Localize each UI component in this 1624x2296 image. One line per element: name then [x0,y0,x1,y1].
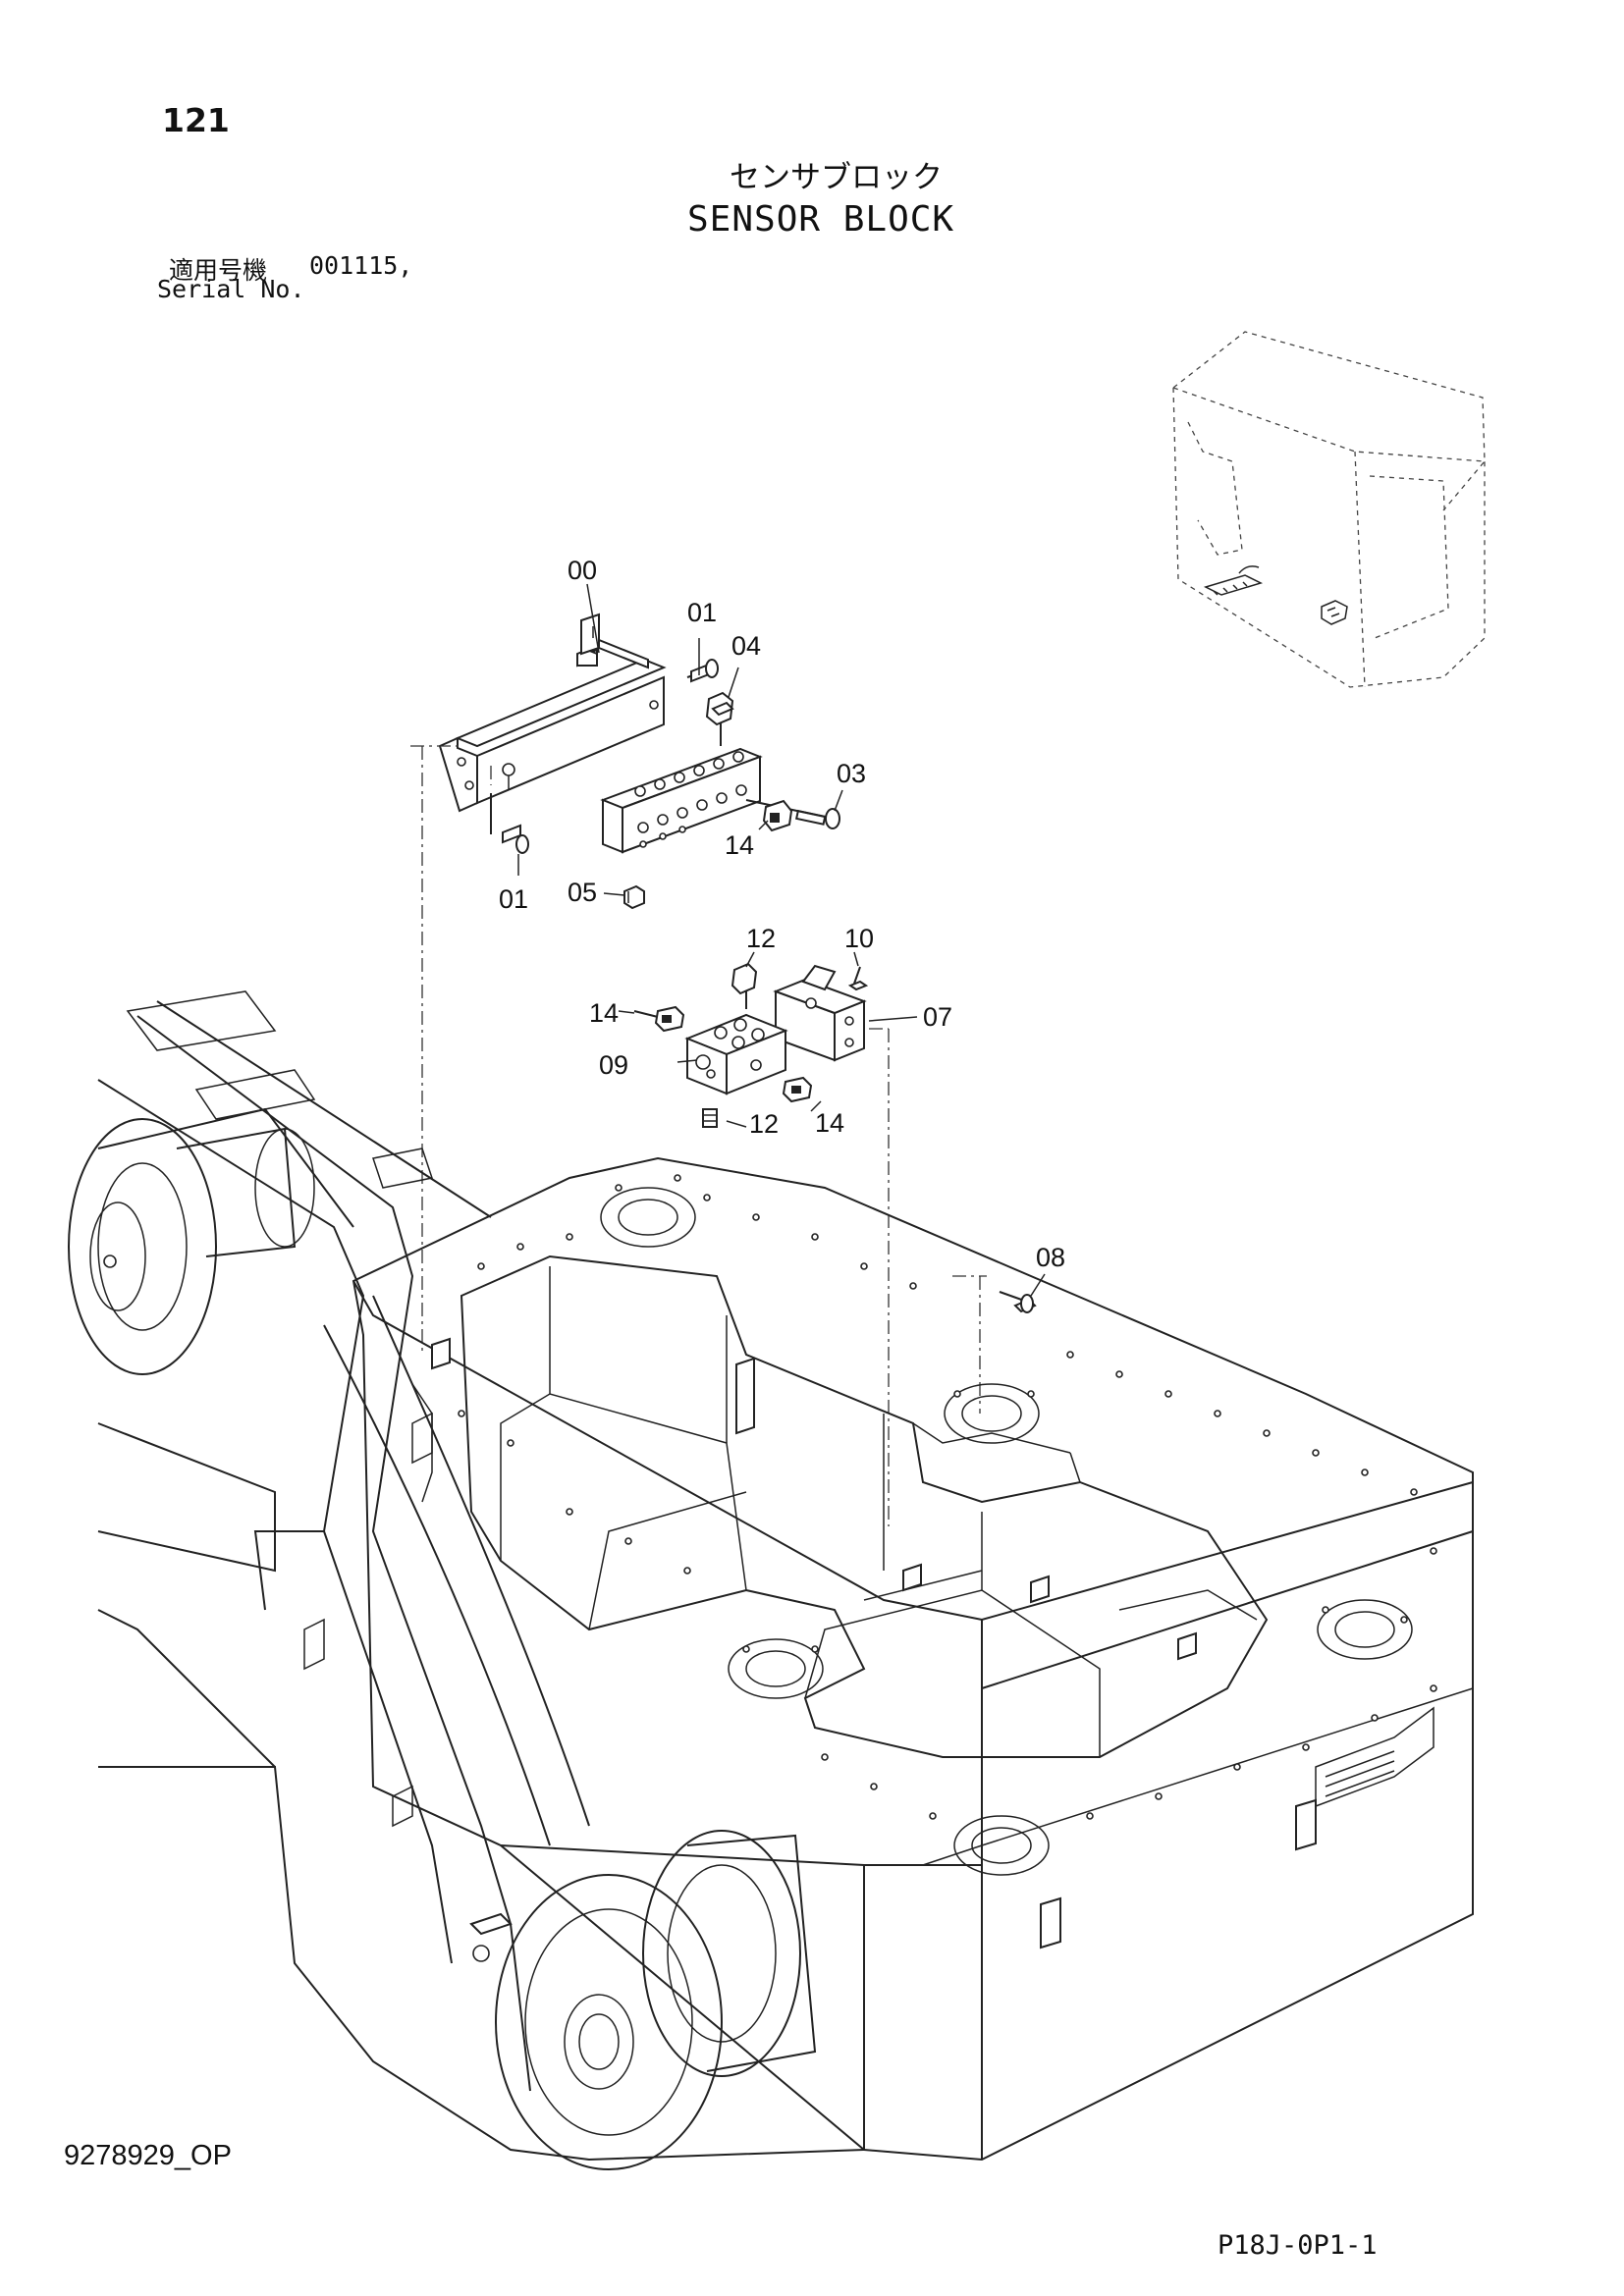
bolt-part-10 [847,966,869,991]
bolt-part-01-lower [490,793,529,854]
document-code: 9278929_OP [64,2140,232,2171]
long-bolt-part-03 [745,799,840,829]
callout-12-upper: 12 [746,924,776,953]
callout-00: 00 [568,556,597,585]
sensor-block-manifold [600,747,763,854]
bolt-part-01-upper [686,659,719,683]
sensor-part-14-right [782,1076,813,1103]
cab-location-inset [1172,331,1486,688]
callout-03: 03 [837,759,866,788]
serial-label: Serial No. [157,275,305,303]
callout-10: 10 [844,924,874,953]
callout-07: 07 [923,1002,952,1032]
callout-01-upper: 01 [687,598,717,627]
callout-08: 08 [1036,1243,1065,1272]
callout-12-lower: 12 [749,1109,779,1139]
callout-leaders [517,583,1046,1297]
sensor-part-14-left [633,1005,685,1033]
lower-bracket-part-07 [773,964,867,1062]
page-title: SENSOR BLOCK [687,199,955,240]
sensor-block-part-09 [684,1013,788,1095]
serial-label-japanese: 適用号機 [169,256,268,285]
page-title-japanese: センサブロック [730,160,943,195]
plug-part-05 [623,884,645,910]
fitting-part-04 [705,691,734,746]
callout-14-right: 14 [815,1108,844,1138]
upper-bracket-part-00 [438,613,667,813]
page-code: P18J-0P1-1 [1218,2230,1378,2261]
serial-number-value: 001115, [309,251,413,280]
callout-14-left: 14 [589,998,619,1028]
fitting-part-12-upper [731,962,758,1009]
undercarriage-frame [68,990,1474,2170]
fitting-part-12-lower [702,1108,718,1128]
callout-14-upper: 14 [725,830,754,860]
sensor-part-14-upper [762,799,793,832]
installation-dashed-lines [410,745,987,1526]
callout-01-lower: 01 [499,884,528,914]
callout-09: 09 [599,1050,628,1080]
page-number: 121 [162,101,230,139]
callout-labels: 00 01 04 03 14 01 05 12 10 14 07 09 12 1… [499,556,1065,1272]
frame-bolt-holes [458,1174,1437,1820]
callout-05: 05 [568,878,597,907]
callout-04: 04 [731,631,761,661]
bolt-part-08 [999,1291,1037,1313]
